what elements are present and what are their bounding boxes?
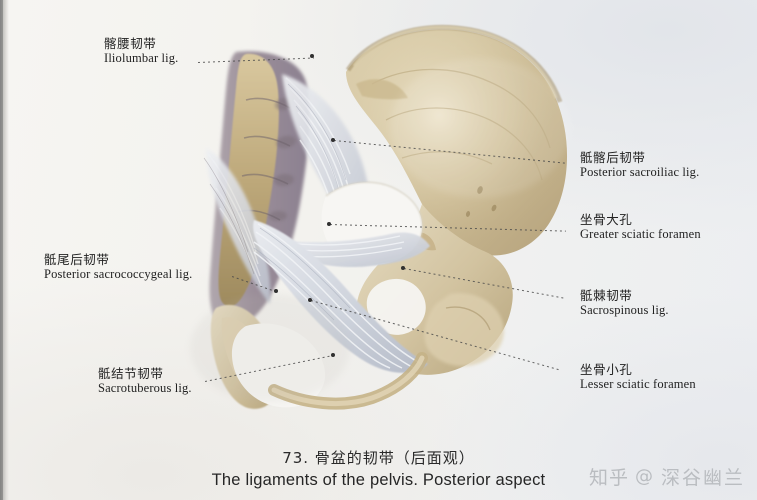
label-sacrotuberous: 骶结节韧带 Sacrotuberous lig.: [98, 366, 192, 397]
label-greater-sciatic-foramen-en: Greater sciatic foramen: [580, 227, 701, 242]
posterior-sacrococcygeal-ligament-fibers: [203, 148, 271, 304]
figure-caption: 73. 骨盆的韧带（后面观） The ligaments of the pelv…: [0, 447, 757, 490]
label-iliolumbar: 髂腰韧带 Iliolumbar lig.: [104, 36, 178, 67]
label-lesser-sciatic-foramen: 坐骨小孔 Lesser sciatic foramen: [580, 362, 696, 393]
figure-caption-cn: 73. 骨盆的韧带（后面观）: [282, 449, 475, 467]
label-iliolumbar-en: Iliolumbar lig.: [104, 51, 179, 66]
leader-dot-iliolumbar: [310, 54, 314, 58]
watermark-username: 深谷幽兰: [660, 467, 745, 489]
leader-dot-sacrospinous: [401, 266, 405, 270]
label-sacrospinous-en: Sacrospinous lig.: [580, 303, 669, 318]
label-lesser-sciatic-foramen-en: Lesser sciatic foramen: [580, 377, 696, 392]
leader-dot-posterior-sacroiliac: [331, 138, 335, 142]
sacrotuberous-ligament: [253, 220, 428, 373]
pelvis-illustration: [150, 8, 590, 428]
scan-gutter-edge: [0, 0, 3, 500]
label-posterior-sacrococcygeal-cn: 骶尾后韧带: [44, 252, 110, 267]
zhihu-watermark: 知乎 @ 深谷幽兰: [589, 463, 745, 490]
scan-gutter-shade: [0, 0, 9, 500]
leader-dot-sacrotuberous: [331, 353, 335, 357]
watermark-at-sign: @: [634, 466, 655, 487]
label-sacrospinous-cn: 骶棘韧带: [580, 288, 633, 303]
figure-caption-en: The ligaments of the pelvis. Posterior a…: [211, 471, 546, 489]
leader-dot-greater-sciatic-foramen: [327, 222, 331, 226]
leader-dot-lesser-sciatic-foramen: [308, 298, 312, 302]
label-posterior-sacroiliac: 骶髂后韧带 Posterior sacroiliac lig.: [580, 150, 699, 181]
zhihu-logo-text: 知乎: [588, 467, 629, 489]
label-posterior-sacrococcygeal: 骶尾后韧带 Posterior sacrococcygeal lig.: [44, 252, 192, 283]
label-greater-sciatic-foramen: 坐骨大孔 Greater sciatic foramen: [580, 212, 701, 243]
label-sacrospinous: 骶棘韧带 Sacrospinous lig.: [580, 288, 669, 319]
label-posterior-sacroiliac-cn: 骶髂后韧带: [580, 150, 646, 165]
label-posterior-sacrococcygeal-en: Posterior sacrococcygeal lig.: [44, 267, 193, 282]
label-sacrotuberous-en: Sacrotuberous lig.: [98, 381, 192, 396]
label-sacrotuberous-cn: 骶结节韧带: [98, 366, 164, 381]
label-posterior-sacroiliac-en: Posterior sacroiliac lig.: [580, 165, 700, 180]
leader-dot-posterior-sacrococcygeal: [274, 289, 278, 293]
label-greater-sciatic-foramen-cn: 坐骨大孔: [580, 212, 633, 227]
label-iliolumbar-cn: 髂腰韧带: [104, 36, 157, 51]
label-lesser-sciatic-foramen-cn: 坐骨小孔: [580, 362, 633, 377]
